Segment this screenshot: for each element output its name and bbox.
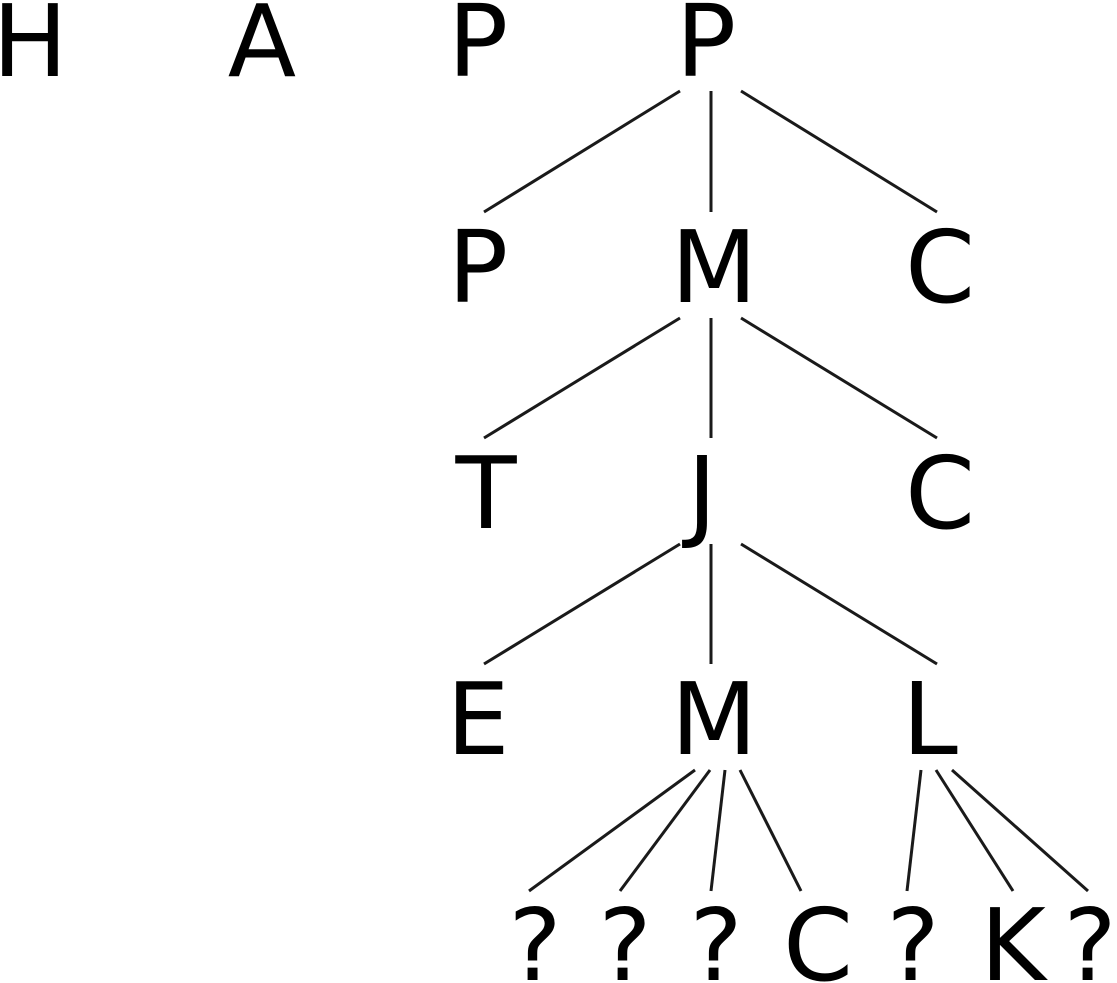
node-l4-q4: ? (886, 887, 939, 983)
edge-m-to-q2 (618, 769, 712, 892)
node-l3-e: E (446, 661, 509, 778)
node-l1-m: M (671, 209, 757, 326)
node-top-p: P (448, 0, 508, 100)
node-l2-j: J (681, 435, 717, 552)
edge-m-to-q3 (709, 769, 727, 892)
edge-root-to-c (740, 89, 938, 214)
edge-l-to-q5 (951, 768, 1089, 893)
node-l3-m: M (671, 661, 757, 778)
node-l1-c: C (905, 209, 975, 326)
edge-l-to-q4 (905, 769, 923, 892)
node-l4-c: C (783, 887, 853, 983)
edge-root-to-p (483, 89, 681, 214)
node-l2-c: C (905, 435, 975, 552)
node-l1-p: P (448, 209, 508, 326)
edge-j-to-l (740, 542, 938, 666)
edge-j-to-e (483, 542, 681, 666)
node-l2-t: T (454, 435, 517, 552)
node-root: P (676, 0, 736, 100)
node-l4-q2: ? (598, 887, 651, 983)
node-top-a: A (228, 0, 296, 100)
edge-l-to-k (934, 769, 1015, 892)
edge-m-to-q1 (528, 768, 696, 893)
node-l4-k: K (980, 887, 1048, 983)
node-l4-q5: ? (1063, 887, 1116, 983)
edge-m-to-c4 (738, 769, 803, 892)
tree-edges (483, 89, 1089, 893)
node-l4-q3: ? (689, 887, 742, 983)
node-top-h: H (0, 0, 68, 100)
node-l4-q1: ? (508, 887, 561, 983)
edge-m-to-c (740, 316, 938, 440)
node-l3-l: L (902, 661, 958, 778)
edge-m-to-t (483, 316, 681, 440)
